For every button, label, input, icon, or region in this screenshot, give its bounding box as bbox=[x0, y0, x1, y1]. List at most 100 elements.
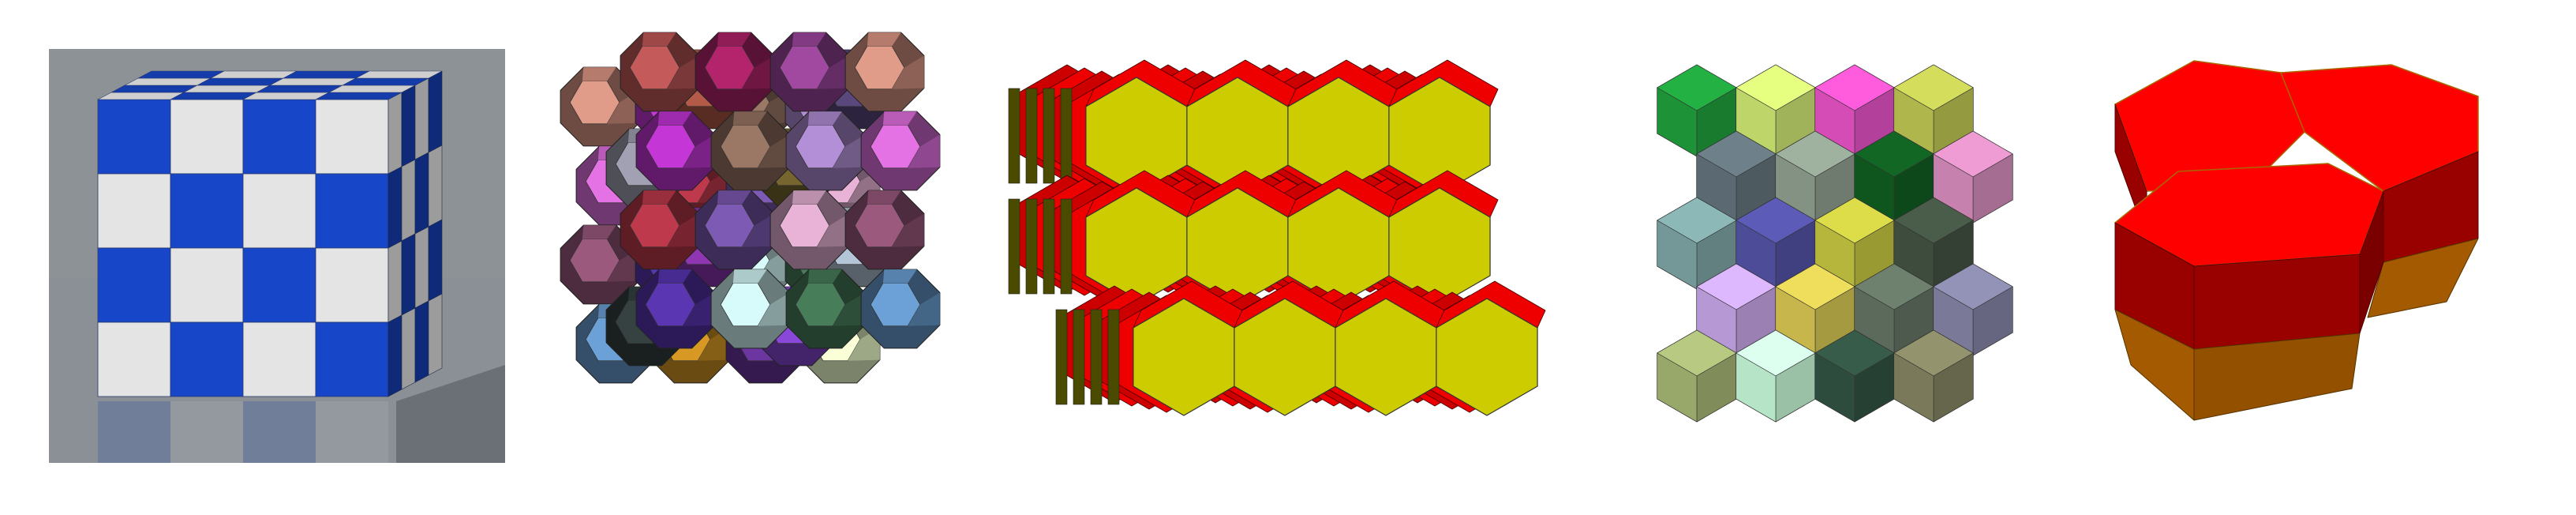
hex-prism-end-edge bbox=[1025, 198, 1038, 295]
rhombic-dodecahedron-left-face bbox=[1657, 352, 1698, 423]
truncated-octahedron-facet bbox=[892, 213, 924, 247]
cube-front-cell bbox=[170, 321, 244, 397]
hexagonal-prismatic-panel bbox=[1008, 49, 1594, 444]
cube-front-cell bbox=[97, 321, 171, 397]
cube-top-cell bbox=[342, 77, 429, 86]
truncated-octahedron-facet bbox=[582, 67, 616, 81]
truncated-octahedron-facet bbox=[758, 292, 790, 326]
cubic-honeycomb-render bbox=[49, 49, 505, 463]
prism-base-back-right bbox=[2367, 238, 2479, 318]
truncated-octahedron-facet bbox=[642, 32, 676, 47]
cube-front-cell bbox=[170, 99, 244, 175]
cube-side-cell bbox=[414, 77, 429, 160]
cube-top-cell bbox=[283, 70, 370, 79]
cube-top-cell bbox=[242, 92, 330, 100]
hexagonal-prisms-render bbox=[1008, 59, 1546, 416]
hexagonal-prism-cluster-panel bbox=[2099, 49, 2541, 468]
cube-top-cell bbox=[124, 77, 212, 86]
truncated-octahedron-facet bbox=[732, 111, 767, 126]
cube-top-cell bbox=[355, 70, 443, 79]
hex-prism-end-edge bbox=[1008, 88, 1020, 184]
prism-side-front-right bbox=[2193, 254, 2361, 350]
cube-top-cell bbox=[197, 77, 284, 86]
cube-side-cell bbox=[428, 219, 443, 302]
floor-shadow bbox=[396, 365, 505, 463]
truncated-octahedron-facet bbox=[667, 55, 699, 89]
hex-prism-end-edge bbox=[1043, 88, 1055, 184]
prism-base-front-right bbox=[2193, 333, 2361, 421]
floor-reflection bbox=[243, 401, 316, 463]
truncated-octahedron-facet bbox=[742, 55, 774, 89]
truncated-octahedron-facet bbox=[732, 269, 767, 284]
truncated-octahedra-render bbox=[560, 32, 941, 384]
truncated-octahedron-facet bbox=[908, 292, 940, 326]
cube-side-cell bbox=[428, 70, 443, 153]
rhombic-dodecahedron-left-face bbox=[1893, 352, 1934, 423]
cube-front-cell bbox=[242, 247, 316, 323]
truncated-octahedron-facet bbox=[807, 111, 842, 126]
floor-reflection bbox=[316, 401, 388, 463]
truncated-octahedron-facet bbox=[807, 269, 842, 284]
truncated-octahedron-facet bbox=[833, 292, 865, 326]
truncated-octahedron-facet bbox=[867, 32, 901, 47]
truncated-octahedron-facet bbox=[582, 225, 616, 239]
truncated-octahedron-facet bbox=[717, 190, 751, 205]
truncated-octahedron-facet bbox=[792, 32, 826, 47]
hexagonal-prism-cluster-render bbox=[2114, 60, 2479, 421]
hex-prism-end-edge bbox=[1008, 198, 1020, 295]
cube-side-cell bbox=[388, 92, 402, 175]
cube-side-cell bbox=[414, 300, 429, 383]
cube-top-cell bbox=[315, 92, 402, 100]
truncated-octahedron-facet bbox=[817, 213, 849, 247]
truncated-octahedron-facet bbox=[683, 134, 715, 168]
hex-prism-face bbox=[1436, 298, 1538, 416]
truncated-octahedron-facet bbox=[642, 190, 676, 205]
cube-side-cell bbox=[401, 307, 416, 390]
truncated-octahedron-facet bbox=[833, 134, 865, 168]
cube-side-cell bbox=[428, 293, 443, 376]
rhombic-dodecahedra-render bbox=[1657, 64, 2013, 423]
cube-top-cell bbox=[110, 85, 198, 93]
truncated-octahedron-facet bbox=[817, 55, 849, 89]
cube-side-cell bbox=[401, 159, 416, 242]
cube-front-cell bbox=[97, 247, 171, 323]
cube-side-cell bbox=[388, 166, 402, 249]
cube-side-cell bbox=[401, 233, 416, 316]
rhombic-dodecahedral-panel bbox=[1657, 64, 2036, 450]
hex-prism-end-edge bbox=[1107, 309, 1120, 405]
hex-prism-end-edge bbox=[1090, 309, 1103, 405]
truncated-octahedron-facet bbox=[758, 134, 790, 168]
cube-top-cell bbox=[170, 92, 257, 100]
cube-side-cell bbox=[388, 240, 402, 323]
truncated-octahedron-facet bbox=[882, 111, 917, 126]
rhombic-dodecahedron-left-face bbox=[1657, 220, 1698, 290]
truncated-octahedron-facet bbox=[867, 190, 901, 205]
truncated-octahedron-facet bbox=[657, 111, 692, 126]
cube-front-cell bbox=[242, 321, 316, 397]
hex-prism-end-edge bbox=[1043, 198, 1055, 295]
hex-prism-end-edge bbox=[1055, 309, 1068, 405]
rhombic-dodecahedron-left-face bbox=[1735, 352, 1777, 423]
cube-front-cell bbox=[315, 321, 389, 397]
truncated-octahedron-facet bbox=[683, 292, 715, 326]
cube-top-cell bbox=[256, 85, 343, 93]
cubic-honeycomb-panel bbox=[49, 49, 505, 463]
rhombic-dodecahedron-left-face bbox=[1657, 87, 1698, 157]
cube-top-cell bbox=[97, 92, 185, 100]
hex-prism-end-edge bbox=[1073, 309, 1085, 405]
bitruncated-cubic-panel bbox=[545, 32, 971, 454]
floor-reflection bbox=[98, 401, 170, 463]
cube-front-cell bbox=[242, 99, 316, 175]
cube-top-cell bbox=[269, 77, 357, 86]
cube-front-cell bbox=[97, 173, 171, 249]
truncated-octahedron-facet bbox=[742, 213, 774, 247]
cube-front-cell bbox=[315, 247, 389, 323]
cube-top-cell bbox=[183, 85, 271, 93]
truncated-octahedron-facet bbox=[908, 134, 940, 168]
cube-front-cell bbox=[97, 99, 171, 175]
cube-top-cell bbox=[210, 70, 298, 79]
cube-side-cell bbox=[428, 145, 443, 227]
truncated-octahedron-facet bbox=[892, 55, 924, 89]
cube-front-cell bbox=[315, 173, 389, 249]
truncated-octahedron-facet bbox=[717, 32, 751, 47]
